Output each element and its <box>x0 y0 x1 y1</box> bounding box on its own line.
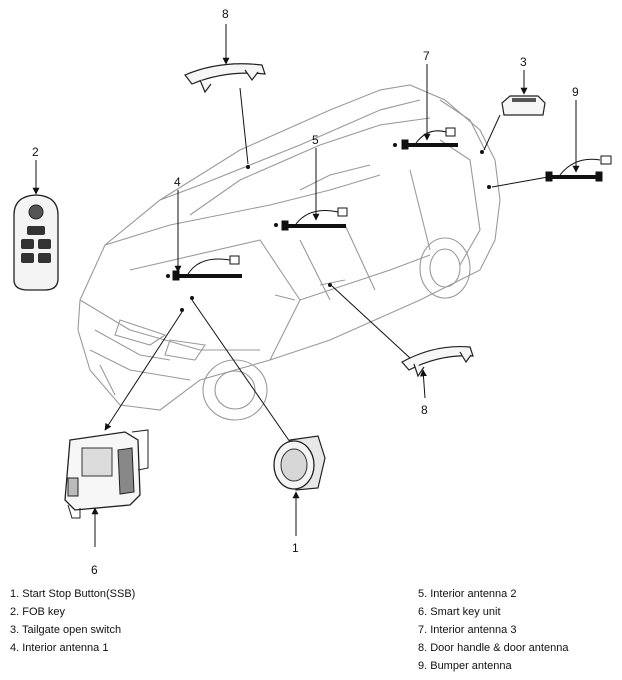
callout-8-bottom: 8 <box>421 403 428 417</box>
callout-2: 2 <box>32 145 39 159</box>
legend-item: 1. Start Stop Button(SSB) <box>10 588 136 600</box>
legend-item: 6. Smart key unit <box>418 606 501 618</box>
callout-7: 7 <box>423 49 430 63</box>
callout-6: 6 <box>91 563 98 577</box>
component-location-diagram: 8 2 3 7 9 5 4 8 1 6 <box>13 7 612 577</box>
bumper-antenna <box>545 155 612 182</box>
leader-dots <box>166 143 491 312</box>
callout-5: 5 <box>312 133 319 147</box>
door-handle-bottom <box>401 345 474 378</box>
interior-antenna-2 <box>281 207 348 231</box>
legend-item: 9. Bumper antenna <box>418 660 512 672</box>
leader-lines <box>32 24 580 547</box>
legend-item: 8. Door handle & door antenna <box>418 642 569 654</box>
legend-item: 2. FOB key <box>10 606 66 618</box>
interior-antenna-3 <box>401 127 458 150</box>
fob-key <box>13 194 59 291</box>
legend-left: 1. Start Stop Button(SSB) 2. FOB key 3. … <box>10 585 135 657</box>
legend-right: 5. Interior antenna 2 6. Smart key unit … <box>418 585 568 675</box>
vehicle-outline <box>77 84 501 421</box>
legend-item: 4. Interior antenna 1 <box>10 642 109 654</box>
door-handle-top <box>184 63 266 94</box>
callout-1: 1 <box>292 541 299 555</box>
callout-4: 4 <box>174 175 181 189</box>
start-stop-button <box>273 435 326 491</box>
callout-8-top: 8 <box>222 7 229 21</box>
callout-9: 9 <box>572 85 579 99</box>
legend-item: 5. Interior antenna 2 <box>418 588 517 600</box>
tailgate-open-switch <box>501 95 546 116</box>
interior-antenna-1 <box>172 255 242 281</box>
smart-key-unit <box>64 429 149 519</box>
callout-3: 3 <box>520 55 527 69</box>
legend-item: 7. Interior antenna 3 <box>418 624 517 636</box>
legend-item: 3. Tailgate open switch <box>10 624 122 636</box>
